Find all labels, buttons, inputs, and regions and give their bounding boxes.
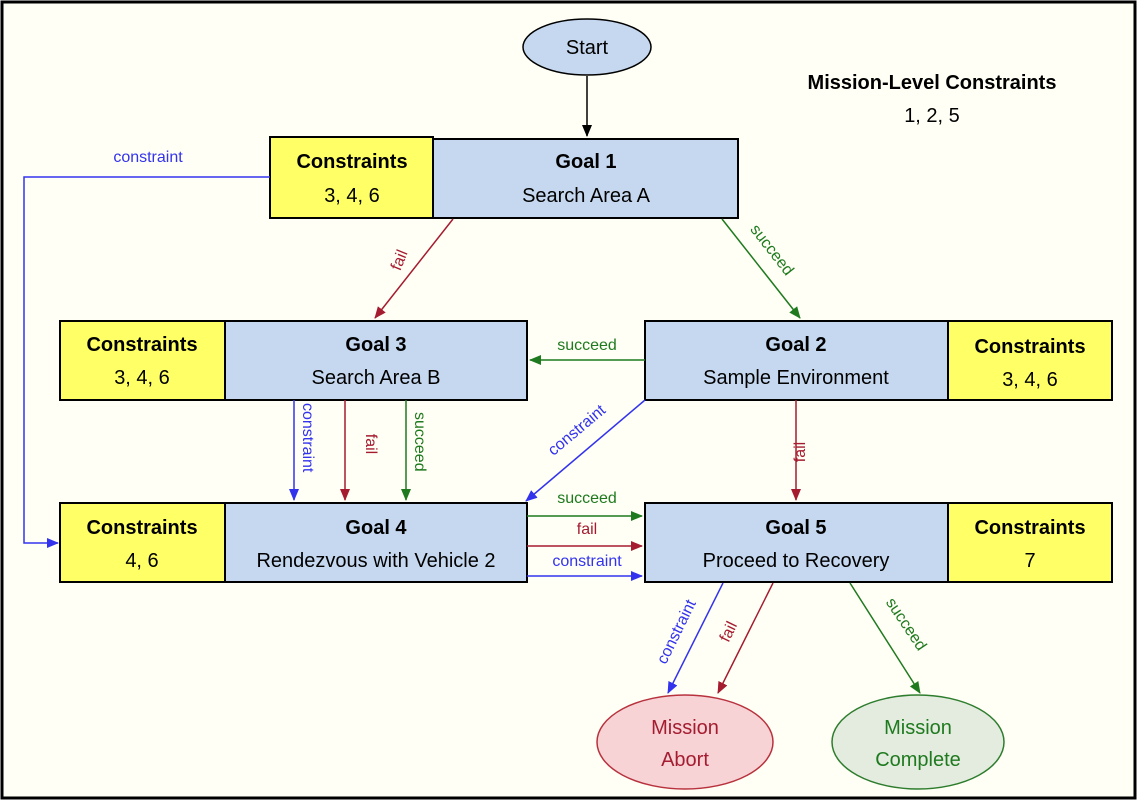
goal-3-constraints-title: Constraints — [86, 334, 197, 356]
goal-3-title: Goal 3 — [345, 334, 406, 356]
goal-3-node: Constraints 3, 4, 6 Goal 3 Search Area B — [59, 320, 528, 401]
goal-2-constraints-title: Constraints — [974, 336, 1085, 358]
mission-complete-line1: Mission — [884, 717, 952, 739]
start-node — [522, 18, 652, 76]
goal2-succeed-label: succeed — [557, 337, 617, 354]
goal-1-node: Constraints 3, 4, 6 Goal 1 Search Area A — [269, 136, 739, 219]
goal-5-constraints-values: 7 — [1024, 550, 1035, 572]
goal-4-constraints-title: Constraints — [86, 517, 197, 539]
goal3-succeed-label: succeed — [411, 412, 428, 472]
goal-4-constraints-values: 4, 6 — [125, 550, 158, 572]
mission-abort-line2: Abort — [661, 749, 709, 771]
mission-complete-line2: Complete — [875, 749, 961, 771]
goal-4-desc: Rendezvous with Vehicle 2 — [256, 550, 495, 572]
goal1-constraint-label: constraint — [113, 149, 183, 166]
mission-constraints-title: Mission-Level Constraints — [808, 72, 1057, 94]
goal-3-constraints-box — [59, 320, 226, 401]
mission-abort-line1: Mission — [651, 717, 719, 739]
goal-1-constraints-values: 3, 4, 6 — [324, 185, 380, 207]
mission-constraints-values: 1, 2, 5 — [904, 105, 960, 127]
goal-5-node: Goal 5 Proceed to Recovery Constraints 7 — [644, 502, 1113, 583]
goal1-fail-to-goal3-arrow — [374, 218, 454, 319]
goal4-fail-label: fail — [577, 521, 597, 538]
start-label: Start — [566, 37, 609, 59]
goal-4-node: Constraints 4, 6 Goal 4 Rendezvous with … — [59, 502, 528, 583]
mission-complete-node — [831, 694, 1005, 790]
goal-5-constraints-box — [947, 502, 1113, 583]
goal-5-desc: Proceed to Recovery — [703, 550, 890, 572]
goal-4-title: Goal 4 — [345, 517, 407, 539]
goal5-fail-to-abort-arrow — [717, 582, 774, 694]
goal-2-constraints-values: 3, 4, 6 — [1002, 369, 1058, 391]
goal-1-constraints-box — [269, 136, 434, 219]
goal-2-title: Goal 2 — [765, 334, 826, 356]
mission-abort-node — [596, 694, 774, 790]
goal5-succeed-to-complete-arrow — [849, 582, 921, 694]
goal-5-title: Goal 5 — [765, 517, 826, 539]
goal-1-desc: Search Area A — [522, 185, 651, 207]
goal2-fail-label: fail — [792, 442, 809, 462]
goal-2-constraints-box — [947, 320, 1113, 401]
goal1-constraint-to-goal4-arrow — [23, 176, 270, 548]
goal-2-desc: Sample Environment — [703, 367, 889, 389]
goal-3-constraints-values: 3, 4, 6 — [114, 367, 170, 389]
goal4-constraint-label: constraint — [552, 553, 622, 570]
goal-1-constraints-title: Constraints — [296, 151, 407, 173]
goal3-constraint-label: constraint — [299, 403, 316, 473]
goal2-constraint-to-goal4-arrow — [525, 399, 646, 502]
goal-2-node: Goal 2 Sample Environment Constraints 3,… — [644, 320, 1113, 401]
goal1-succeed-to-goal2-arrow — [721, 218, 801, 319]
goal-5-constraints-title: Constraints — [974, 517, 1085, 539]
goal-3-desc: Search Area B — [312, 367, 441, 389]
goal5-constraint-to-abort-arrow — [667, 582, 724, 694]
goal3-fail-label: fail — [362, 434, 379, 454]
goal1-fail-label: fail — [388, 248, 411, 273]
goal4-succeed-label: succeed — [557, 490, 617, 507]
goal-1-title: Goal 1 — [555, 151, 616, 173]
